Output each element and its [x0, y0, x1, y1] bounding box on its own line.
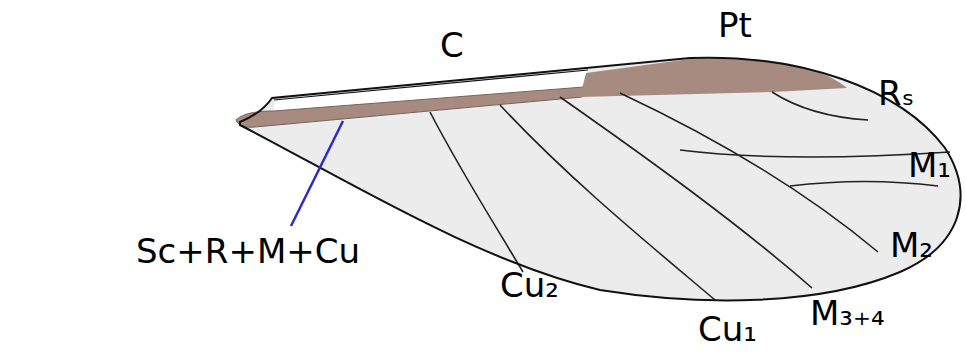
vein-label: M₃₊₄ — [810, 296, 885, 330]
vein-cu2 — [430, 112, 523, 272]
main-vein-band — [236, 87, 584, 127]
vein-label: Cu₁ — [698, 312, 757, 346]
vein-label: C — [440, 28, 464, 62]
vein-label: Cu₂ — [500, 268, 559, 302]
vein-m1b — [790, 182, 938, 187]
costa-inner — [274, 70, 588, 100]
vein-label: M₁ — [908, 148, 951, 182]
vein-label: Sc+R+M+Cu — [136, 234, 360, 268]
vein-label: Rₛ — [878, 76, 914, 110]
vein-label: M₂ — [890, 228, 933, 262]
vein-m2 — [620, 93, 878, 252]
vein-rs — [772, 92, 868, 120]
leader-line — [291, 121, 343, 226]
vein-label: Pt — [718, 8, 752, 42]
